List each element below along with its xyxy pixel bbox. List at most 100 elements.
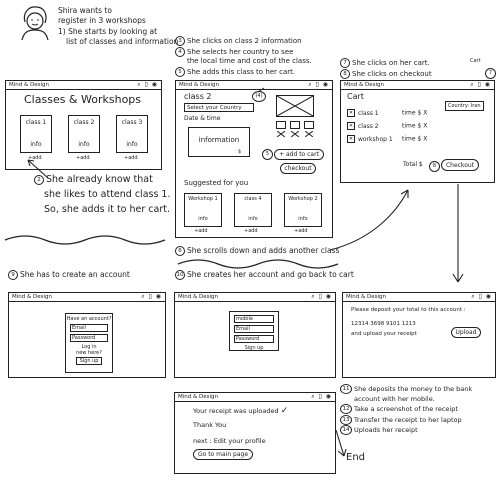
image-icon bbox=[276, 95, 314, 117]
step-text: She has to create an account bbox=[20, 270, 130, 279]
suggested-card[interactable]: class 4 info bbox=[234, 193, 272, 227]
persona-intro-line: Shira wants to bbox=[58, 6, 112, 15]
suggested-card[interactable]: Workshop 1 info bbox=[184, 193, 222, 227]
step-text: She clicks on her cart. bbox=[352, 59, 430, 67]
cart-item-name: class 1 bbox=[358, 109, 379, 117]
suggested-card-info[interactable]: info bbox=[298, 216, 308, 222]
suggested-card[interactable]: Workshop 2 info bbox=[284, 193, 322, 227]
country-select[interactable]: Select your Country bbox=[184, 103, 254, 112]
step-number: 13 bbox=[340, 414, 352, 425]
step-2-line: she likes to attend class 1. bbox=[44, 189, 171, 200]
page-title: Cart bbox=[347, 92, 364, 101]
checkbox-icon[interactable]: ✕ bbox=[347, 135, 355, 143]
email-field[interactable]: Email bbox=[70, 324, 108, 332]
browser-bar: Mind & Design ⌕ ▯ ◉ bbox=[175, 393, 335, 402]
step-text: She clicks on checkout bbox=[352, 70, 432, 78]
class-card[interactable]: class 2 info bbox=[68, 115, 100, 153]
browser-bar: Mind & Design ⌕ ▯ ◉ bbox=[176, 81, 332, 90]
add-button[interactable]: +add bbox=[76, 155, 90, 161]
browser-bar: Mind & Design⌕ ▯ ◉ bbox=[9, 293, 165, 302]
mobile-field[interactable]: mobile bbox=[234, 315, 274, 323]
screen-classes-workshops: Mind & Design⌕ ▯ ◉ Classes & Workshops c… bbox=[5, 80, 162, 170]
step-2-line: So, she adds it to her cart. bbox=[44, 204, 170, 215]
password-field[interactable]: Password bbox=[70, 334, 108, 342]
class-card-info[interactable]: info bbox=[30, 141, 42, 148]
info-text: information bbox=[198, 136, 240, 144]
account-number: 12314 3698 9101 1213 bbox=[351, 321, 416, 327]
add-to-cart-button[interactable]: + add to cart bbox=[274, 149, 324, 160]
toolbar-icons[interactable]: ⌕ ▯ ◉ bbox=[470, 81, 491, 88]
class-card[interactable]: class 1 info bbox=[20, 115, 52, 153]
image-icon bbox=[290, 130, 300, 138]
class-card[interactable]: class 3 info bbox=[116, 115, 148, 153]
signup-button[interactable]: Sign up bbox=[76, 357, 102, 365]
page-title: class 2 bbox=[184, 92, 212, 101]
thumb-placeholder[interactable] bbox=[290, 121, 300, 138]
toolbar-icons: ⌕ ▯ ◉ bbox=[311, 393, 332, 400]
toolbar-icons: ⌕ ▯ ◉ bbox=[137, 81, 158, 88]
step-text: She deposits the money to the bank bbox=[354, 385, 473, 393]
password-field[interactable]: Password bbox=[234, 335, 274, 343]
app-name: Mind & Design bbox=[179, 82, 220, 88]
signup-button[interactable]: Sign up bbox=[244, 345, 264, 351]
app-name: Mind & Design bbox=[344, 82, 385, 88]
step-number: 14 bbox=[340, 425, 352, 435]
screen-signup: Mind & Design ⌕ ▯ ◉ mobile Email Password… bbox=[174, 292, 336, 378]
step-number: 6 bbox=[175, 246, 185, 256]
thank-you-message: Thank You bbox=[193, 421, 227, 429]
checkout-button[interactable]: Checkout bbox=[441, 159, 479, 171]
persona-intro: Shira wants to register in 3 workshops bbox=[58, 6, 146, 26]
thumb-placeholder[interactable] bbox=[276, 121, 286, 138]
checkout-button[interactable]: checkout bbox=[280, 163, 316, 174]
page-title: Classes & Workshops bbox=[24, 93, 142, 106]
step-text: She scrolls down and adds another class bbox=[187, 246, 340, 255]
add-button[interactable]: +add bbox=[194, 228, 208, 234]
step-1-line: list of classes and information bbox=[66, 37, 179, 46]
upload-button[interactable]: Upload bbox=[451, 327, 481, 338]
add-button[interactable]: +add bbox=[244, 228, 258, 234]
add-button[interactable]: +add bbox=[294, 228, 308, 234]
suggested-card-info[interactable]: info bbox=[198, 216, 208, 222]
class-card-info[interactable]: info bbox=[78, 141, 90, 148]
add-button[interactable]: +add bbox=[124, 155, 138, 161]
thumb-placeholder[interactable] bbox=[304, 121, 314, 138]
class-card-name: class 2 bbox=[73, 119, 95, 126]
add-button[interactable]: +add bbox=[28, 155, 42, 161]
step-text: She creates her account and go back to c… bbox=[187, 270, 354, 279]
app-name: Mind & Design bbox=[178, 394, 219, 400]
toolbar-icons: ⌕ ▯ ◉ bbox=[311, 293, 332, 300]
step-number: 5 bbox=[175, 66, 185, 77]
app-name: Mind & Design bbox=[178, 294, 219, 300]
main-page-button[interactable]: Go to main page bbox=[193, 449, 253, 460]
country-display[interactable]: Country: Iran bbox=[445, 101, 484, 111]
cart-callout-label: Cart bbox=[470, 58, 481, 64]
login-panel: Have an account? Email Password Log in n… bbox=[65, 313, 113, 373]
email-field[interactable]: Email bbox=[234, 325, 274, 333]
class-card-info[interactable]: info bbox=[126, 141, 138, 148]
callout-7: 7 bbox=[485, 68, 496, 79]
toolbar-icons: ⌕ ▯ ◉ bbox=[308, 81, 329, 88]
deposit-instruction: Please deposit your total to this accoun… bbox=[351, 307, 466, 313]
step-number: 8 bbox=[340, 69, 350, 79]
image-icon bbox=[304, 130, 314, 138]
checkbox-icon[interactable]: ✕ bbox=[347, 122, 355, 130]
step-number: 11 bbox=[340, 384, 352, 394]
cart-item-time: time $ X bbox=[402, 122, 428, 130]
step-number: 10 bbox=[175, 270, 185, 280]
suggested-card-name: Workshop 1 bbox=[188, 196, 218, 202]
suggested-title: Suggested for you bbox=[184, 179, 249, 187]
suggested-card-info[interactable]: info bbox=[248, 216, 258, 222]
checkbox-icon[interactable]: ✕ bbox=[347, 109, 355, 117]
toolbar-icons: ⌕ ▯ ◉ bbox=[471, 293, 492, 300]
login-button[interactable]: Log in bbox=[81, 344, 97, 350]
step-number: 9 bbox=[8, 270, 18, 280]
